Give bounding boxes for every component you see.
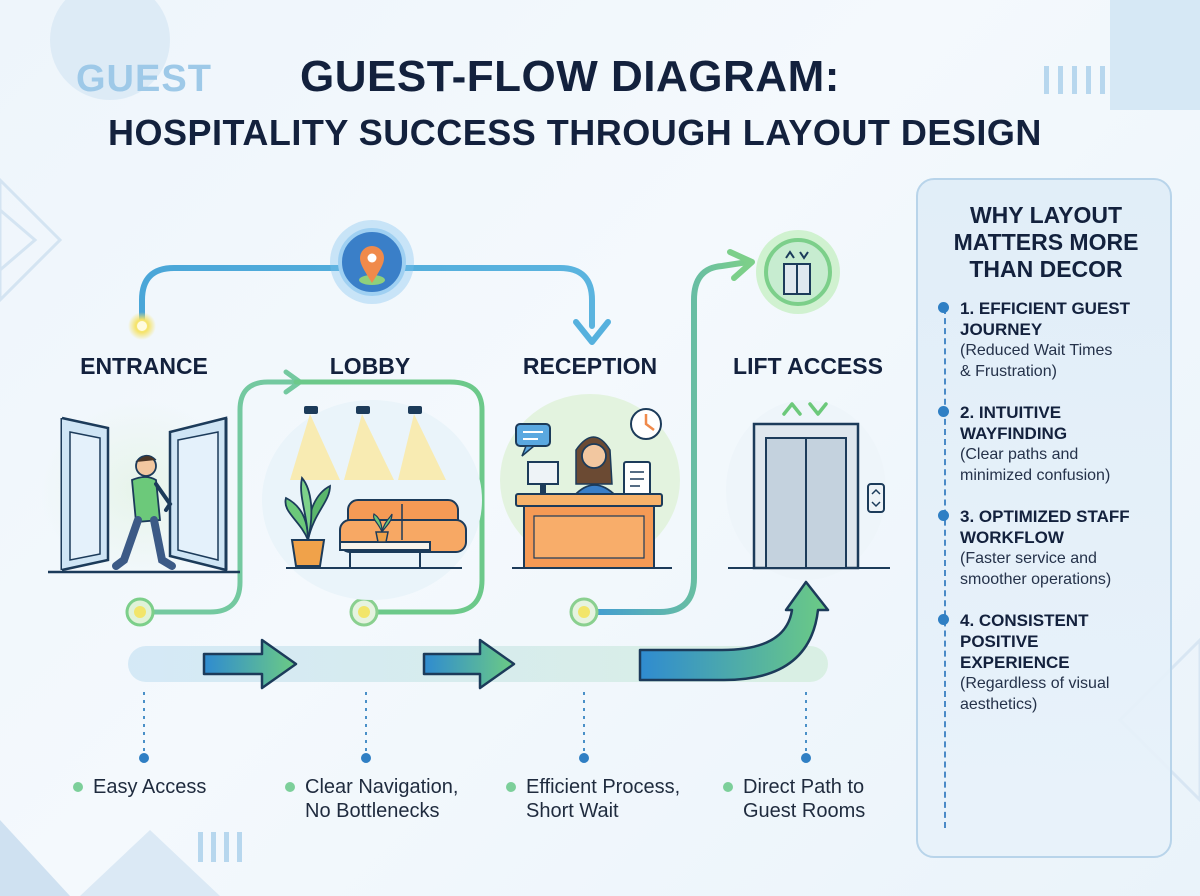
elevator-icon bbox=[766, 240, 830, 304]
panel-item-title: WORKFLOW bbox=[960, 528, 1064, 547]
panel-item-desc: (Clear paths and bbox=[960, 446, 1079, 463]
entrance-illustration bbox=[48, 410, 240, 572]
benefit-entrance: Easy Access bbox=[73, 775, 207, 799]
timeline-dot bbox=[938, 406, 949, 417]
stage-label-lift-access: LIFT ACCESS bbox=[733, 353, 883, 379]
benefit-lobby: Clear Navigation, No Bottlenecks bbox=[285, 775, 459, 823]
panel-item-title: 2. INTUITIVE bbox=[960, 403, 1062, 422]
bullet-dot bbox=[723, 782, 733, 792]
panel-item: 2. INTUITIVE WAYFINDING (Clear paths and… bbox=[938, 402, 1165, 486]
stage-label-reception: RECEPTION bbox=[522, 353, 658, 379]
bullet-dot bbox=[285, 782, 295, 792]
watermark-text: GUEST bbox=[76, 58, 212, 100]
panel-title-line: MATTERS MORE bbox=[953, 229, 1139, 255]
panel-item-desc: (Reduced Wait Times bbox=[960, 342, 1113, 359]
panel-item-title: 4. CONSISTENT bbox=[960, 611, 1089, 630]
panel-item-title: 1. EFFICIENT GUEST bbox=[960, 299, 1131, 318]
panel-item-title: EXPERIENCE bbox=[960, 653, 1070, 672]
why-layout-panel: WHY LAYOUT MATTERS MORE THAN DECOR 1. EF… bbox=[916, 178, 1172, 858]
panel-item-desc: smoother operations) bbox=[960, 571, 1112, 588]
timeline-dot bbox=[938, 614, 949, 625]
benefit-line: Short Wait bbox=[526, 800, 619, 822]
panel-item-desc: minimized confusion) bbox=[960, 467, 1111, 484]
panel-item-desc: & Frustration) bbox=[960, 363, 1057, 380]
benefit-line: No Bottlenecks bbox=[305, 800, 440, 822]
stage-label-entrance: ENTRANCE bbox=[80, 353, 208, 379]
timeline-dot bbox=[938, 510, 949, 521]
timeline-dot bbox=[938, 302, 949, 313]
benefit-line: Efficient Process, bbox=[526, 776, 681, 798]
benefit-reception: Efficient Process, Short Wait bbox=[506, 775, 681, 823]
panel-item: 4. CONSISTENT POSITIVE EXPERIENCE (Regar… bbox=[938, 610, 1165, 715]
benefit-line: Guest Rooms bbox=[743, 800, 866, 822]
panel-title: WHY LAYOUT MATTERS MORE THAN DECOR bbox=[918, 202, 1174, 283]
location-pin-icon bbox=[340, 230, 404, 294]
panel-item-title: JOURNEY bbox=[960, 320, 1043, 339]
panel-timeline-rail bbox=[944, 308, 946, 828]
panel-item-desc: (Regardless of visual bbox=[960, 675, 1110, 692]
page-subtitle: HOSPITALITY SUCCESS THROUGH LAYOUT DESIG… bbox=[108, 112, 1042, 153]
benefit-line: Direct Path to bbox=[743, 776, 865, 798]
lift-illustration bbox=[728, 400, 890, 570]
stage-label-lobby: LOBBY bbox=[329, 353, 411, 379]
page-title: GUEST-FLOW DIAGRAM: bbox=[300, 52, 840, 101]
panel-title-line: WHY LAYOUT bbox=[969, 202, 1123, 228]
panel-item: 1. EFFICIENT GUEST JOURNEY (Reduced Wait… bbox=[938, 298, 1165, 382]
benefit-line: Clear Navigation, bbox=[305, 776, 459, 798]
bullet-dot bbox=[506, 782, 516, 792]
bullet-dot bbox=[73, 782, 83, 792]
panel-item-title: WAYFINDING bbox=[960, 424, 1068, 443]
panel-item-desc: (Faster service and bbox=[960, 550, 1097, 567]
lobby-illustration bbox=[282, 404, 466, 570]
panel-item-title: POSITIVE bbox=[960, 632, 1039, 651]
benefit-line: Easy Access bbox=[93, 776, 207, 798]
panel-item-desc: aesthetics) bbox=[960, 696, 1038, 713]
reception-illustration bbox=[512, 406, 672, 570]
panel-item: 3. OPTIMIZED STAFF WORKFLOW (Faster serv… bbox=[938, 506, 1165, 590]
benefit-lift-access: Direct Path to Guest Rooms bbox=[723, 775, 866, 823]
panel-title-line: THAN DECOR bbox=[969, 256, 1123, 282]
panel-item-title: 3. OPTIMIZED STAFF bbox=[960, 507, 1130, 526]
